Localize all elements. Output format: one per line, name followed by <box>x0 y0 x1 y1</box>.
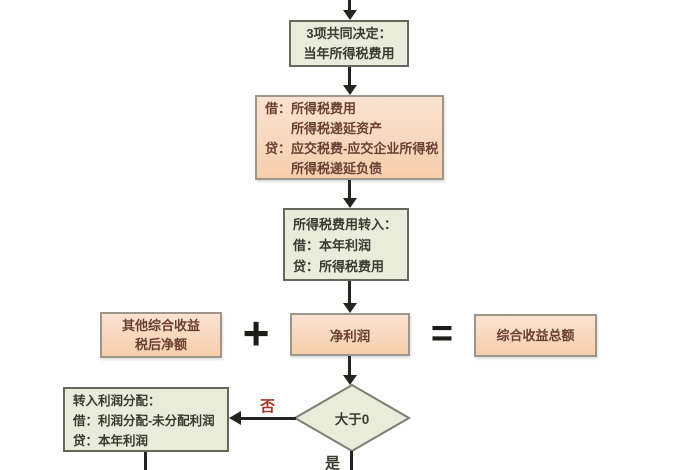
arrowhead-2 <box>343 198 357 208</box>
oci-line1: 其他综合收益 <box>121 318 200 333</box>
node-journal-transfer: 所得税费用转入： 借：本年利润 贷：所得税费用 <box>283 208 409 281</box>
journal-tax-line1: 借：所得税费用 <box>265 101 357 116</box>
node-other-comprehensive-income: 其他综合收益 税后净额 <box>100 312 222 358</box>
decision-diamond-label: 大于0 <box>334 412 370 427</box>
edge-label-yes: 是 <box>325 455 341 470</box>
node-decision-factors-line2: 当年所得税费用 <box>303 45 395 61</box>
connector-top <box>348 0 351 12</box>
connector-below-distribution <box>144 452 147 470</box>
journal-tax-line2: 所得税递延资产 <box>265 121 383 136</box>
node-journal-profit-distribution: 转入利润分配： 借：利润分配-未分配利润 贷：本年利润 <box>63 387 229 452</box>
connector-3 <box>348 281 351 305</box>
journal-transfer-line3: 贷：所得税费用 <box>293 259 385 274</box>
equals-operator: = <box>430 313 454 355</box>
journal-transfer-line2: 借：本年利润 <box>293 238 372 253</box>
journal-transfer-line1: 所得税费用转入： <box>293 217 398 232</box>
node-decision-factors-line1: 3项共同决定： <box>306 25 392 41</box>
plus-operator: + <box>242 307 270 359</box>
node-net-profit: 净利润 <box>290 313 410 356</box>
node-journal-tax-expense: 借：所得税费用 所得税递延资产 贷：应交税费-应交企业所得税 所得税递延负债 <box>255 95 444 180</box>
edge-label-no: 否 <box>260 398 276 415</box>
oci-line2: 税后净额 <box>134 337 187 352</box>
node-decision-factors: 3项共同决定： 当年所得税费用 <box>289 20 409 67</box>
arrowhead-4 <box>343 375 357 385</box>
total-income-label: 综合收益总额 <box>496 327 575 343</box>
connector-1 <box>348 67 351 87</box>
arrowhead-1 <box>343 85 357 95</box>
connector-2 <box>348 180 351 200</box>
journal-dist-line2: 借：利润分配-未分配利润 <box>73 414 215 428</box>
arrowhead-top <box>343 10 357 20</box>
arrowhead-3 <box>343 303 357 313</box>
node-decision-greater-than-zero: 大于0 <box>293 383 411 453</box>
net-profit-label: 净利润 <box>329 328 371 344</box>
node-total-comprehensive-income: 综合收益总额 <box>474 314 597 357</box>
connector-no-branch <box>240 417 296 420</box>
journal-dist-line3: 贷：本年利润 <box>73 434 149 448</box>
arrowhead-no-branch <box>229 411 241 425</box>
connector-4 <box>348 356 351 377</box>
journal-tax-line4: 所得税递延负债 <box>265 161 383 176</box>
connector-yes-branch <box>350 451 353 470</box>
journal-tax-line3: 贷：应交税费-应交企业所得税 <box>265 141 439 156</box>
journal-dist-line1: 转入利润分配： <box>73 394 161 408</box>
